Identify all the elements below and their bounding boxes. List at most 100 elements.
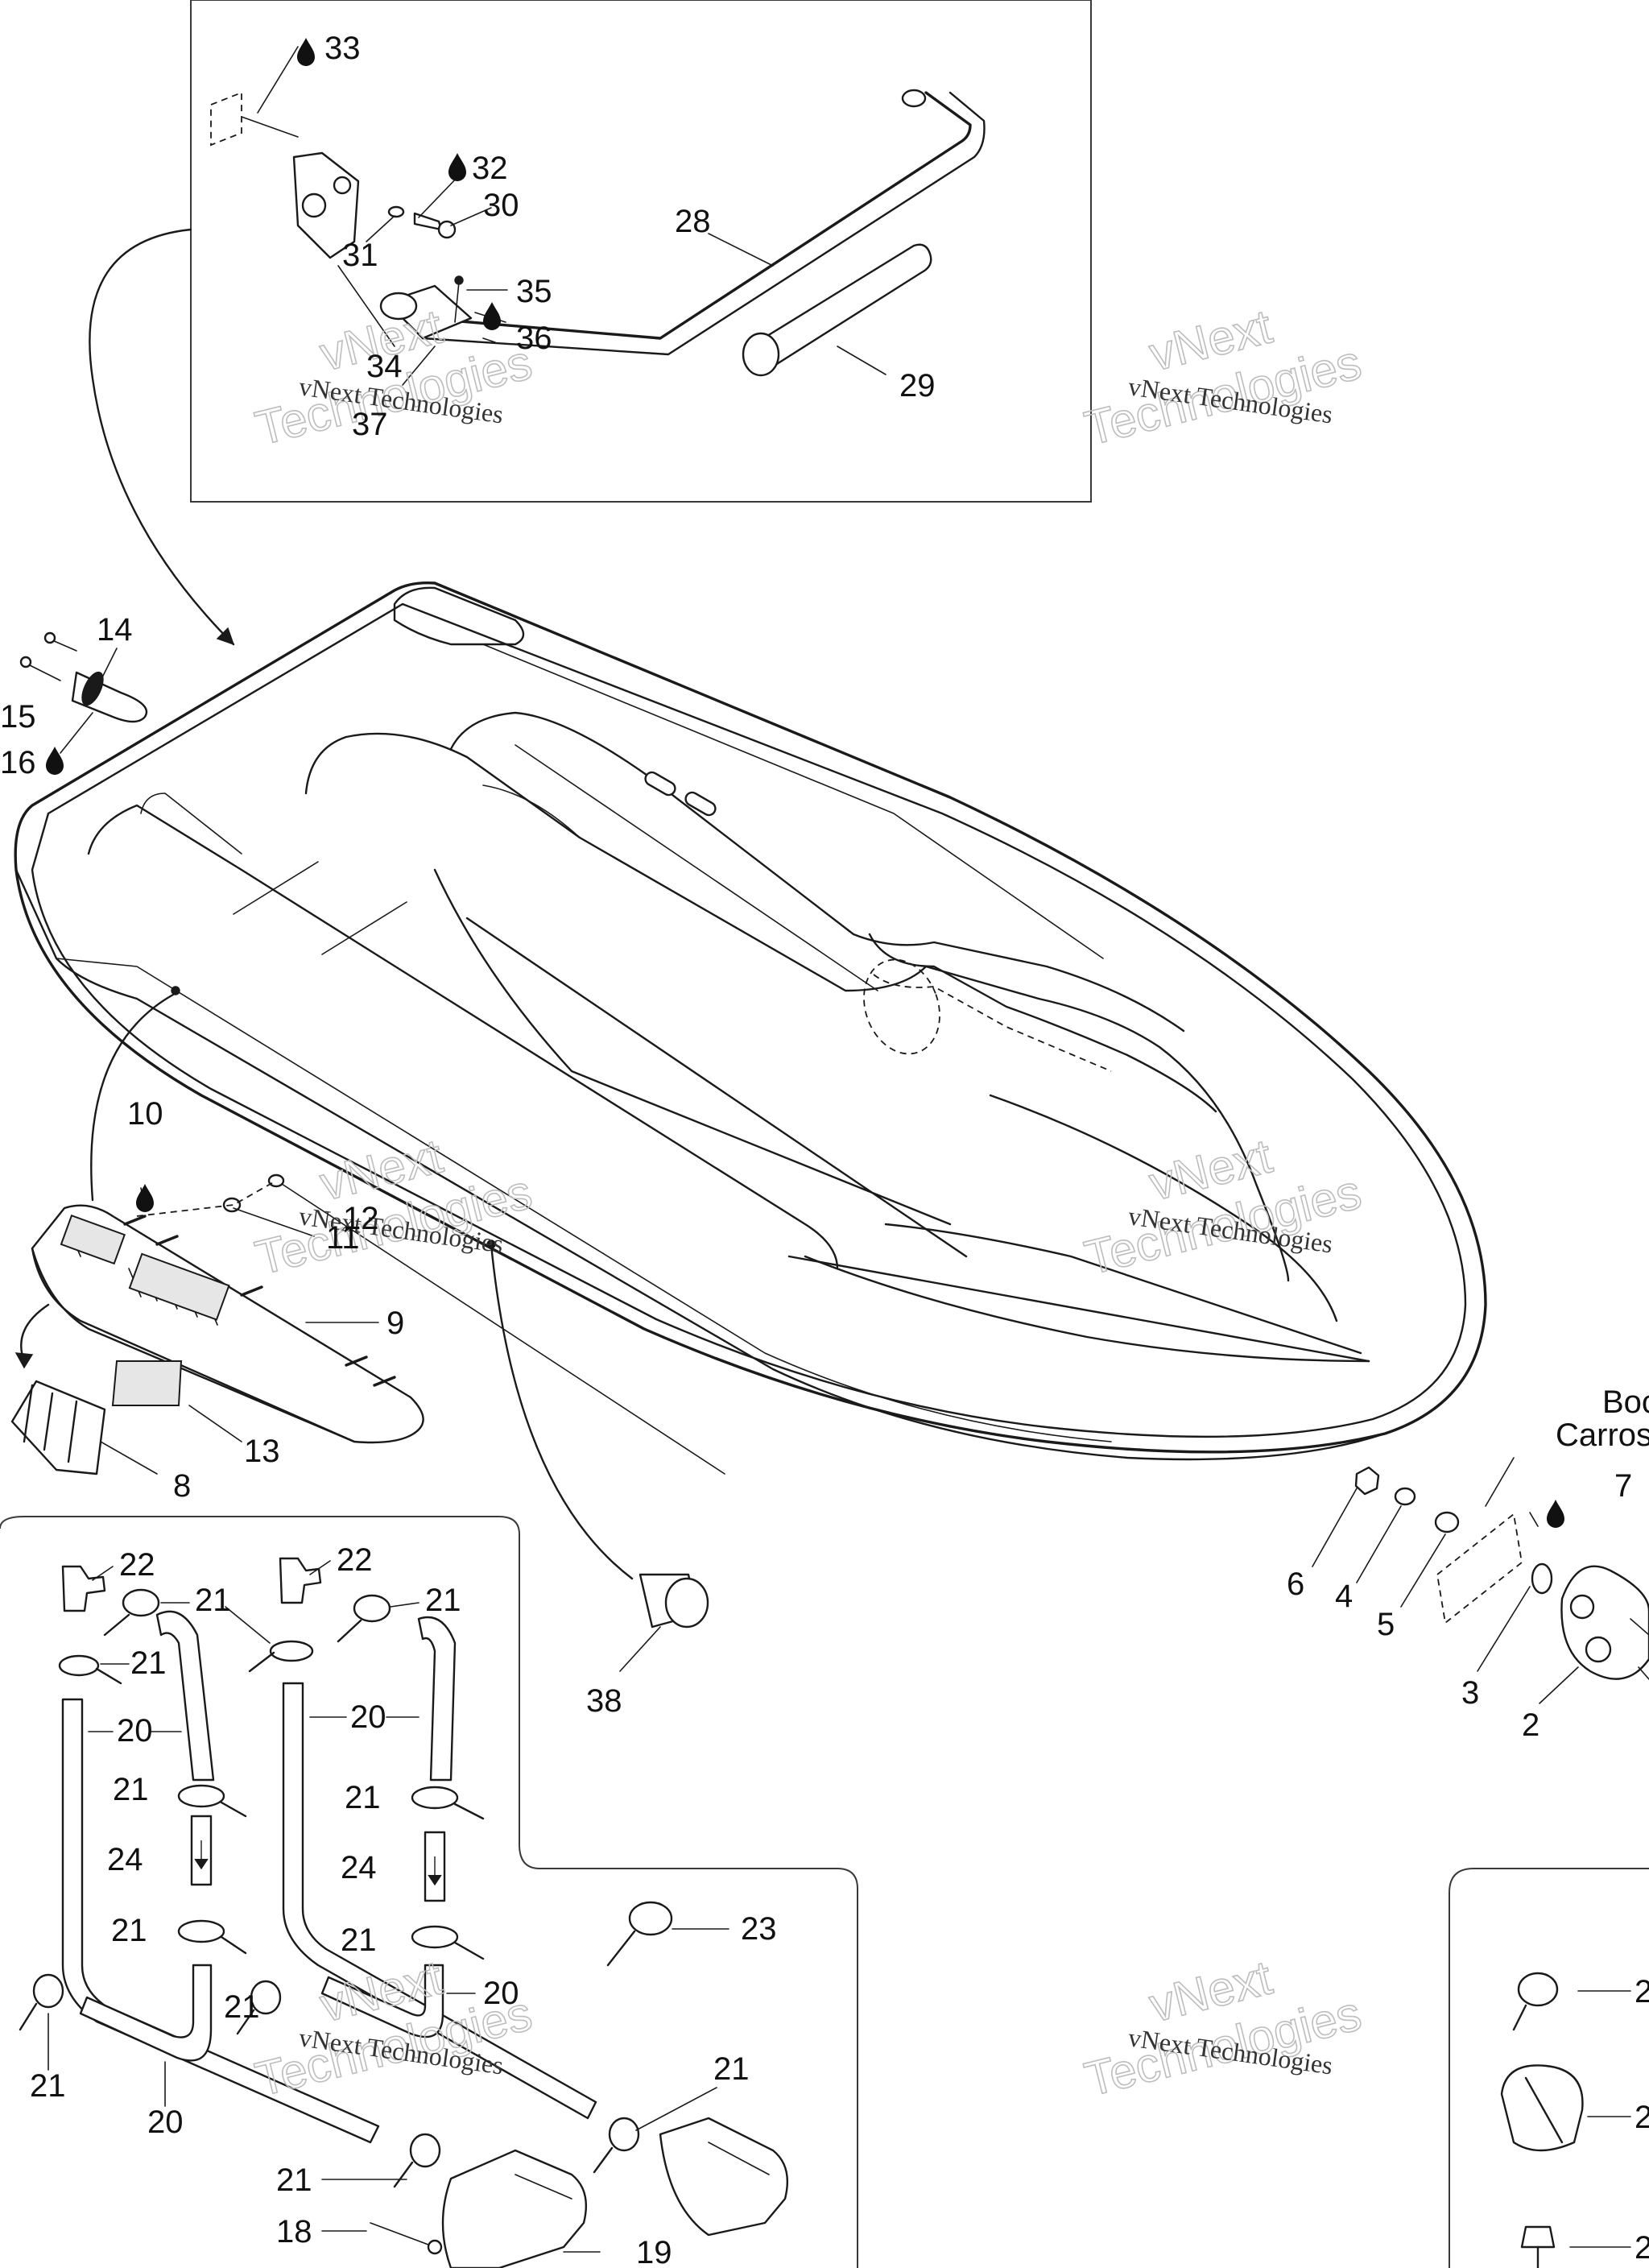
oil-drop-icon bbox=[46, 747, 64, 775]
clamp-l bbox=[608, 2117, 640, 2152]
washer-30 bbox=[387, 205, 405, 218]
check-valve-right-arrow bbox=[428, 1856, 442, 1886]
leader-22-right bbox=[309, 1560, 331, 1575]
filter-rib bbox=[515, 2142, 770, 2200]
part-label-4: 4 bbox=[1335, 1579, 1353, 1614]
oil-drop-icon bbox=[448, 153, 466, 181]
ride-plate-grate-1 bbox=[60, 1214, 126, 1265]
saddle-clip-band bbox=[1524, 2076, 1564, 2144]
pad-arrow-line bbox=[241, 116, 299, 138]
leader-7 bbox=[1529, 1512, 1539, 1527]
part-label-36: 36 bbox=[516, 321, 552, 356]
part-label-15: 15 bbox=[0, 699, 36, 735]
rear-grab-rail-line bbox=[482, 644, 1104, 959]
leader-30 bbox=[450, 207, 492, 226]
part-label-20-c: 20 bbox=[350, 1699, 386, 1735]
nut-6 bbox=[1354, 1466, 1380, 1496]
right-detail-frame bbox=[1449, 1868, 1649, 2268]
tow-eye-assembly bbox=[1312, 1457, 1649, 1704]
rear-grab-rail bbox=[393, 586, 525, 646]
hose-mid-upper bbox=[417, 1616, 457, 1782]
fuel-pickup bbox=[370, 2222, 436, 2248]
footwell-floor bbox=[233, 861, 407, 955]
part-label-24-right: 24 bbox=[341, 1850, 377, 1885]
oil-drop-icon bbox=[1547, 1500, 1564, 1528]
leader-38 bbox=[619, 1626, 661, 1672]
inline-filter-right bbox=[659, 2117, 788, 2237]
handle-detail-frame bbox=[190, 0, 1092, 503]
part-label-31: 31 bbox=[342, 238, 378, 273]
oil-drop-icon bbox=[297, 38, 315, 66]
bushing-mount-point bbox=[486, 1240, 496, 1249]
part-label-right-2: 2 bbox=[1635, 2100, 1649, 2135]
part-label-20-e: 20 bbox=[483, 1976, 519, 2011]
part-label-20-a: 20 bbox=[117, 1713, 153, 1749]
clamp-right bbox=[1517, 1972, 1559, 2007]
grab-handle-tube-inner bbox=[421, 91, 986, 356]
part-label-19: 19 bbox=[636, 2235, 672, 2268]
body-inner-outline bbox=[31, 602, 1467, 1438]
hose-clamps bbox=[19, 1588, 673, 2188]
part-label-33: 33 bbox=[324, 31, 361, 66]
clamp-k bbox=[409, 2133, 441, 2168]
intake-grate-assembly bbox=[10, 993, 725, 1475]
console-dash bbox=[873, 974, 1112, 1072]
part-label-21-a: 21 bbox=[195, 1583, 231, 1618]
assembly-arrow bbox=[89, 228, 235, 646]
bracket-hole bbox=[301, 192, 327, 218]
drain-screw bbox=[52, 639, 77, 652]
nut-12 bbox=[267, 1173, 285, 1188]
tube-connector-face bbox=[379, 292, 418, 321]
clamp-g bbox=[177, 1919, 225, 1943]
part-label-21-l: 21 bbox=[713, 2051, 750, 2087]
storage-hatch bbox=[863, 958, 940, 1055]
footwell-step bbox=[140, 793, 242, 855]
check-valve-left-arrow bbox=[194, 1840, 209, 1870]
ride-plate-edge bbox=[31, 1247, 356, 1443]
elbow-fitting-right bbox=[279, 1557, 322, 1604]
part-label-35: 35 bbox=[516, 274, 552, 309]
part-label-9: 9 bbox=[386, 1306, 404, 1341]
stud-2 bbox=[155, 1235, 179, 1246]
grab-handle-tube bbox=[421, 91, 972, 340]
grab-handle-assembly bbox=[89, 46, 986, 646]
drain-plug-flange bbox=[81, 671, 104, 706]
part-label-21-f: 21 bbox=[345, 1780, 381, 1815]
part-label-28: 28 bbox=[675, 204, 711, 239]
watermark-2: vNext Technologies vNext Technologies bbox=[1079, 299, 1367, 457]
part-label-body-en: Boc bbox=[1602, 1384, 1649, 1420]
washer-3 bbox=[1531, 1562, 1553, 1595]
oil-drop-icon bbox=[136, 1184, 154, 1212]
drain-screw-head bbox=[43, 631, 56, 644]
set-screw bbox=[454, 281, 460, 323]
seat-outline bbox=[304, 732, 1290, 1282]
leader-21-j bbox=[249, 1995, 254, 2006]
screw-right bbox=[1520, 2225, 1556, 2249]
clamp-right-tail bbox=[1512, 2004, 1527, 2031]
part-label-3: 3 bbox=[1461, 1675, 1479, 1711]
intake-grate-8-fins bbox=[23, 1384, 78, 1463]
part-label-21-e: 21 bbox=[113, 1772, 149, 1807]
leader-31 bbox=[366, 215, 395, 242]
part-label-21-g: 21 bbox=[111, 1913, 147, 1948]
hood-stripe-upper bbox=[989, 1094, 1338, 1322]
clamp-e bbox=[177, 1784, 225, 1808]
front-bumper bbox=[884, 1223, 1362, 1355]
washer-5 bbox=[1434, 1511, 1460, 1533]
footwell-left bbox=[87, 804, 839, 1270]
clamp-tails bbox=[19, 1613, 614, 2188]
decal-plate bbox=[111, 1360, 183, 1406]
leader-3 bbox=[1477, 1586, 1531, 1672]
part-label-24-left: 24 bbox=[107, 1842, 143, 1877]
grate-arrow-head bbox=[14, 1352, 34, 1369]
hose-left-upper bbox=[155, 1610, 215, 1782]
part-label-21-b: 21 bbox=[130, 1645, 167, 1681]
part-label-2: 2 bbox=[1522, 1707, 1539, 1743]
ride-plate-grate-2 bbox=[128, 1252, 230, 1321]
fuel-pickup-tip bbox=[427, 2239, 443, 2255]
grip-sleeve-end bbox=[742, 332, 780, 377]
clamp-i bbox=[32, 1973, 64, 2009]
watermarks: vNext Technologies vNext Technologies vN… bbox=[250, 299, 1367, 2108]
console bbox=[868, 933, 1217, 1113]
